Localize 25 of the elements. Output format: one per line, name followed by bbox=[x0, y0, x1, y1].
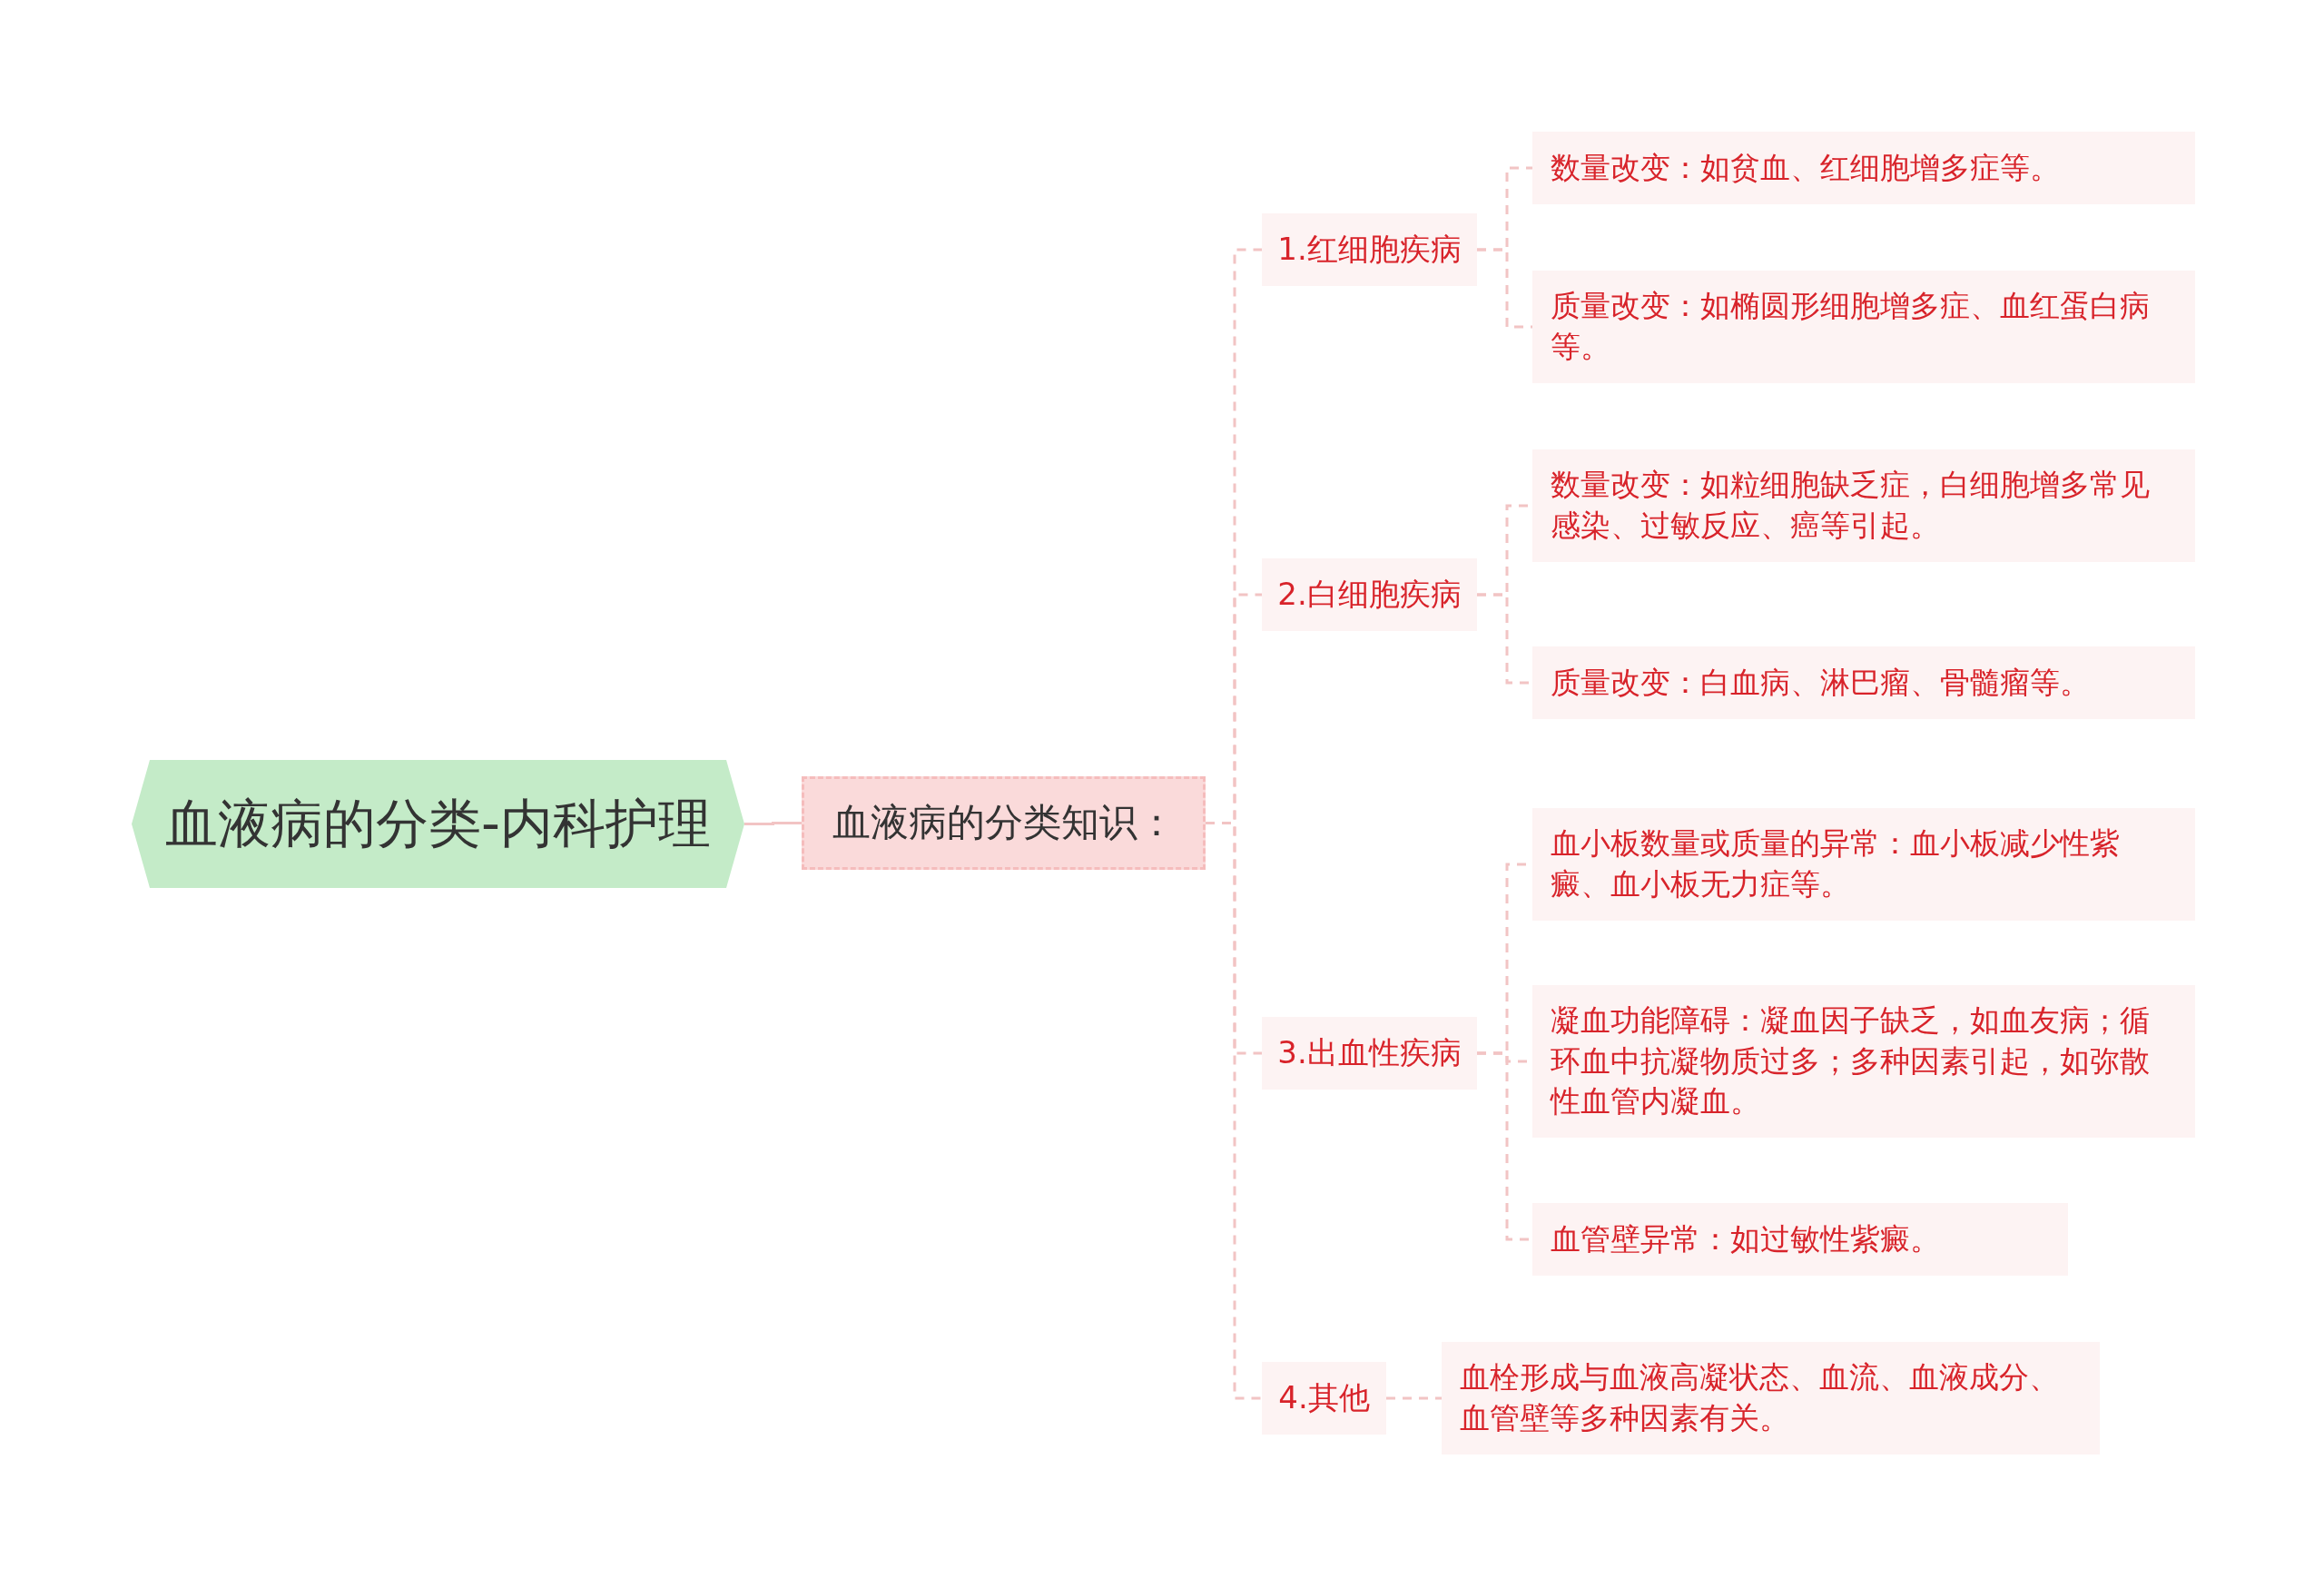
description-text: 血小板数量或质量的异常：血小板减少性紫癜、血小板无力症等。 bbox=[1551, 824, 2121, 903]
description-text: 数量改变：如贫血、红细胞增多症等。 bbox=[1551, 148, 2060, 187]
category-box bbox=[1262, 558, 1477, 631]
category-text: 4.其他 bbox=[1278, 1378, 1370, 1418]
title-text: 血液病的分类-内科护理 bbox=[165, 792, 711, 857]
description-text: 数量改变：如粒细胞缺乏症，白细胞增多常见感染、过敏反应、癌等引起。 bbox=[1551, 466, 2151, 545]
category-box bbox=[1262, 213, 1477, 286]
connector-line bbox=[744, 822, 802, 825]
connector-line bbox=[1477, 248, 1532, 329]
category-box bbox=[1262, 1362, 1386, 1435]
topic-box bbox=[802, 776, 1206, 870]
category-text: 3.出血性疾病 bbox=[1277, 1033, 1462, 1073]
description-box bbox=[1532, 132, 2195, 204]
category-text: 2.白细胞疾病 bbox=[1277, 575, 1462, 615]
description-box bbox=[1532, 271, 2195, 383]
description-text: 质量改变：如椭圆形细胞增多症、血红蛋白病等。 bbox=[1551, 287, 2151, 366]
description-text: 质量改变：白血病、淋巴瘤、骨髓瘤等。 bbox=[1551, 663, 2090, 702]
description-text: 凝血功能障碍：凝血因子缺乏，如血友病；循环血中抗凝物质过多；多种因素引起，如弥散性血管内凝血。 bbox=[1551, 1001, 2151, 1121]
connector-line bbox=[1386, 1396, 1442, 1400]
description-box bbox=[1442, 1342, 2100, 1455]
description-text: 血栓形成与血液高凝状态、血流、血液成分、血管壁等多种因素有关。 bbox=[1460, 1358, 2060, 1437]
category-box bbox=[1262, 1017, 1477, 1090]
category-text: 1.红细胞疾病 bbox=[1277, 230, 1462, 270]
topic-text: 血液病的分类知识： bbox=[832, 799, 1176, 847]
description-text: 血管壁异常：如过敏性紫癜。 bbox=[1551, 1219, 1940, 1258]
